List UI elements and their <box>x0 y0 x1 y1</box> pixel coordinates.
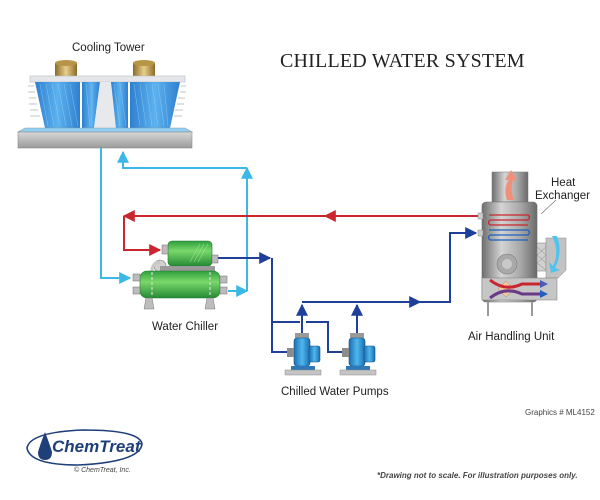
chiller-shell <box>139 270 221 299</box>
chilled-water-pump-2 <box>339 333 377 376</box>
graphics-id: Graphics # ML4152 <box>525 408 595 417</box>
heat-exchanger-cold-coil <box>487 229 531 241</box>
chilled-water-pump-1 <box>284 333 322 376</box>
chilled-supply-piping <box>216 227 478 353</box>
pipe-supply-to-pump1 <box>271 258 288 353</box>
pipe-supply-to-pump2 <box>306 321 343 353</box>
chiller-platform <box>160 266 215 271</box>
label-heat-exchanger-2: Exchanger <box>535 190 590 202</box>
intake-air-arrow-icon <box>549 236 560 273</box>
air-handling-unit <box>477 170 567 316</box>
label-cooling-tower: Cooling Tower <box>72 42 145 54</box>
tower-fan-stack <box>133 63 155 77</box>
cooling-tower <box>16 60 194 149</box>
chilled-return-piping <box>122 210 478 256</box>
tower-fan-rim <box>55 60 77 66</box>
tower-basin <box>17 131 193 149</box>
chiller-return-nozzle <box>161 244 169 255</box>
logo-copyright: © ChemTreat, Inc. <box>74 467 131 474</box>
pipe-tower-to-chiller <box>100 148 132 284</box>
label-air-handling-unit: Air Handling Unit <box>468 331 555 343</box>
chiller-condenser-inlet <box>132 273 141 282</box>
logo-swoosh <box>26 429 143 466</box>
logo-drop-icon <box>38 432 52 460</box>
pipe-supply-to-ahu <box>420 227 478 303</box>
pipe-return-into-chiller <box>123 216 162 256</box>
label-heat-exchanger-1: Heat <box>551 177 576 189</box>
tower-fill-block <box>35 82 80 128</box>
page-title: CHILLED WATER SYSTEM <box>280 50 525 72</box>
label-chilled-water-pumps: Chilled Water Pumps <box>281 386 389 398</box>
tower-center-gap <box>94 82 116 128</box>
chiller-nozzle <box>132 286 141 295</box>
chiller-nozzle <box>219 275 228 284</box>
tower-basin-water <box>16 127 194 133</box>
water-chiller <box>132 240 228 310</box>
heat-exchanger-pointer <box>540 199 557 215</box>
chiller-supply-nozzle <box>211 254 219 264</box>
chiller-condenser-outlet <box>219 286 228 295</box>
tower-fan-stack <box>55 63 77 77</box>
disclaimer: *Drawing not to scale. For illustration … <box>377 471 578 480</box>
chemtreat-logo <box>26 429 143 466</box>
exhaust-arrow-icon <box>505 170 517 200</box>
tower-fan-rim <box>133 60 155 66</box>
label-water-chiller: Water Chiller <box>152 321 219 333</box>
logo-brand: ChemTreat <box>52 437 141 456</box>
pipe-return-to-tower <box>117 150 247 169</box>
tower-top-plate <box>29 75 186 83</box>
chiller-compressor <box>167 240 213 267</box>
heat-exchanger-hot-coil <box>487 214 531 226</box>
condenser-water-piping <box>100 148 253 297</box>
